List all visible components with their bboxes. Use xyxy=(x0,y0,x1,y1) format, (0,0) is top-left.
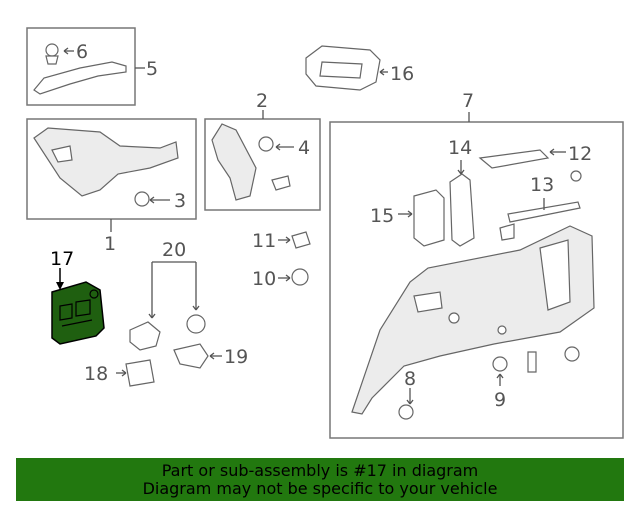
callout-1: 1 xyxy=(104,233,116,255)
part-9-clip[interactable] xyxy=(492,356,508,372)
callout-6: 6 xyxy=(76,41,88,63)
part-3-screw[interactable] xyxy=(134,191,150,207)
callout-12: 12 xyxy=(568,143,592,165)
part-20-grommet-b[interactable] xyxy=(186,314,206,334)
callout-15: 15 xyxy=(370,205,394,227)
part-20-grommet-a[interactable] xyxy=(129,321,161,351)
callout-11: 11 xyxy=(252,230,276,252)
callout-5: 5 xyxy=(146,58,158,80)
callout-19: 19 xyxy=(224,346,248,368)
part-10-plug[interactable] xyxy=(291,268,309,286)
callout-10: 10 xyxy=(252,268,276,290)
part-17-highlighted[interactable] xyxy=(51,281,105,345)
callout-2: 2 xyxy=(256,90,268,112)
callout-18: 18 xyxy=(84,363,108,385)
part-18-pad[interactable] xyxy=(125,359,155,387)
callout-16: 16 xyxy=(390,63,414,85)
callout-9: 9 xyxy=(494,389,506,411)
callout-20: 20 xyxy=(162,239,186,261)
part-2-pillar[interactable] xyxy=(211,123,257,201)
group-box-5 xyxy=(26,27,136,106)
callout-14: 14 xyxy=(448,137,472,159)
part-6-clip[interactable] xyxy=(45,43,59,57)
part-1-panel[interactable] xyxy=(33,127,179,197)
callout-17: 17 xyxy=(50,248,74,270)
part-5-trim[interactable] xyxy=(33,61,127,95)
part-12-handle[interactable] xyxy=(478,149,550,169)
callout-13: 13 xyxy=(530,174,554,196)
part-11-clip[interactable] xyxy=(291,231,311,249)
group-box-7 xyxy=(329,121,624,439)
callout-4: 4 xyxy=(298,137,310,159)
part-6-clip-base[interactable] xyxy=(45,55,59,65)
info-banner: Part or sub-assembly is #17 in diagram D… xyxy=(16,458,624,501)
parts-diagram: 1 2 3 4 5 6 7 8 9 10 11 12 13 14 15 16 1… xyxy=(26,27,624,439)
banner-line-1: Part or sub-assembly is #17 in diagram xyxy=(161,460,479,480)
part-13-strip[interactable] xyxy=(507,201,581,223)
callout-3: 3 xyxy=(174,190,186,212)
part-15-cover[interactable] xyxy=(413,189,445,247)
banner-line-2: Diagram may not be specific to your vehi… xyxy=(142,478,498,498)
part-8-clip[interactable] xyxy=(398,404,414,420)
part-19-plug[interactable] xyxy=(173,343,209,369)
callout-8: 8 xyxy=(404,368,416,390)
part-7-quarter-panel[interactable] xyxy=(351,225,595,415)
callout-7: 7 xyxy=(462,90,474,112)
part-14-trim[interactable] xyxy=(449,173,475,247)
part-4-clip[interactable] xyxy=(258,136,274,152)
